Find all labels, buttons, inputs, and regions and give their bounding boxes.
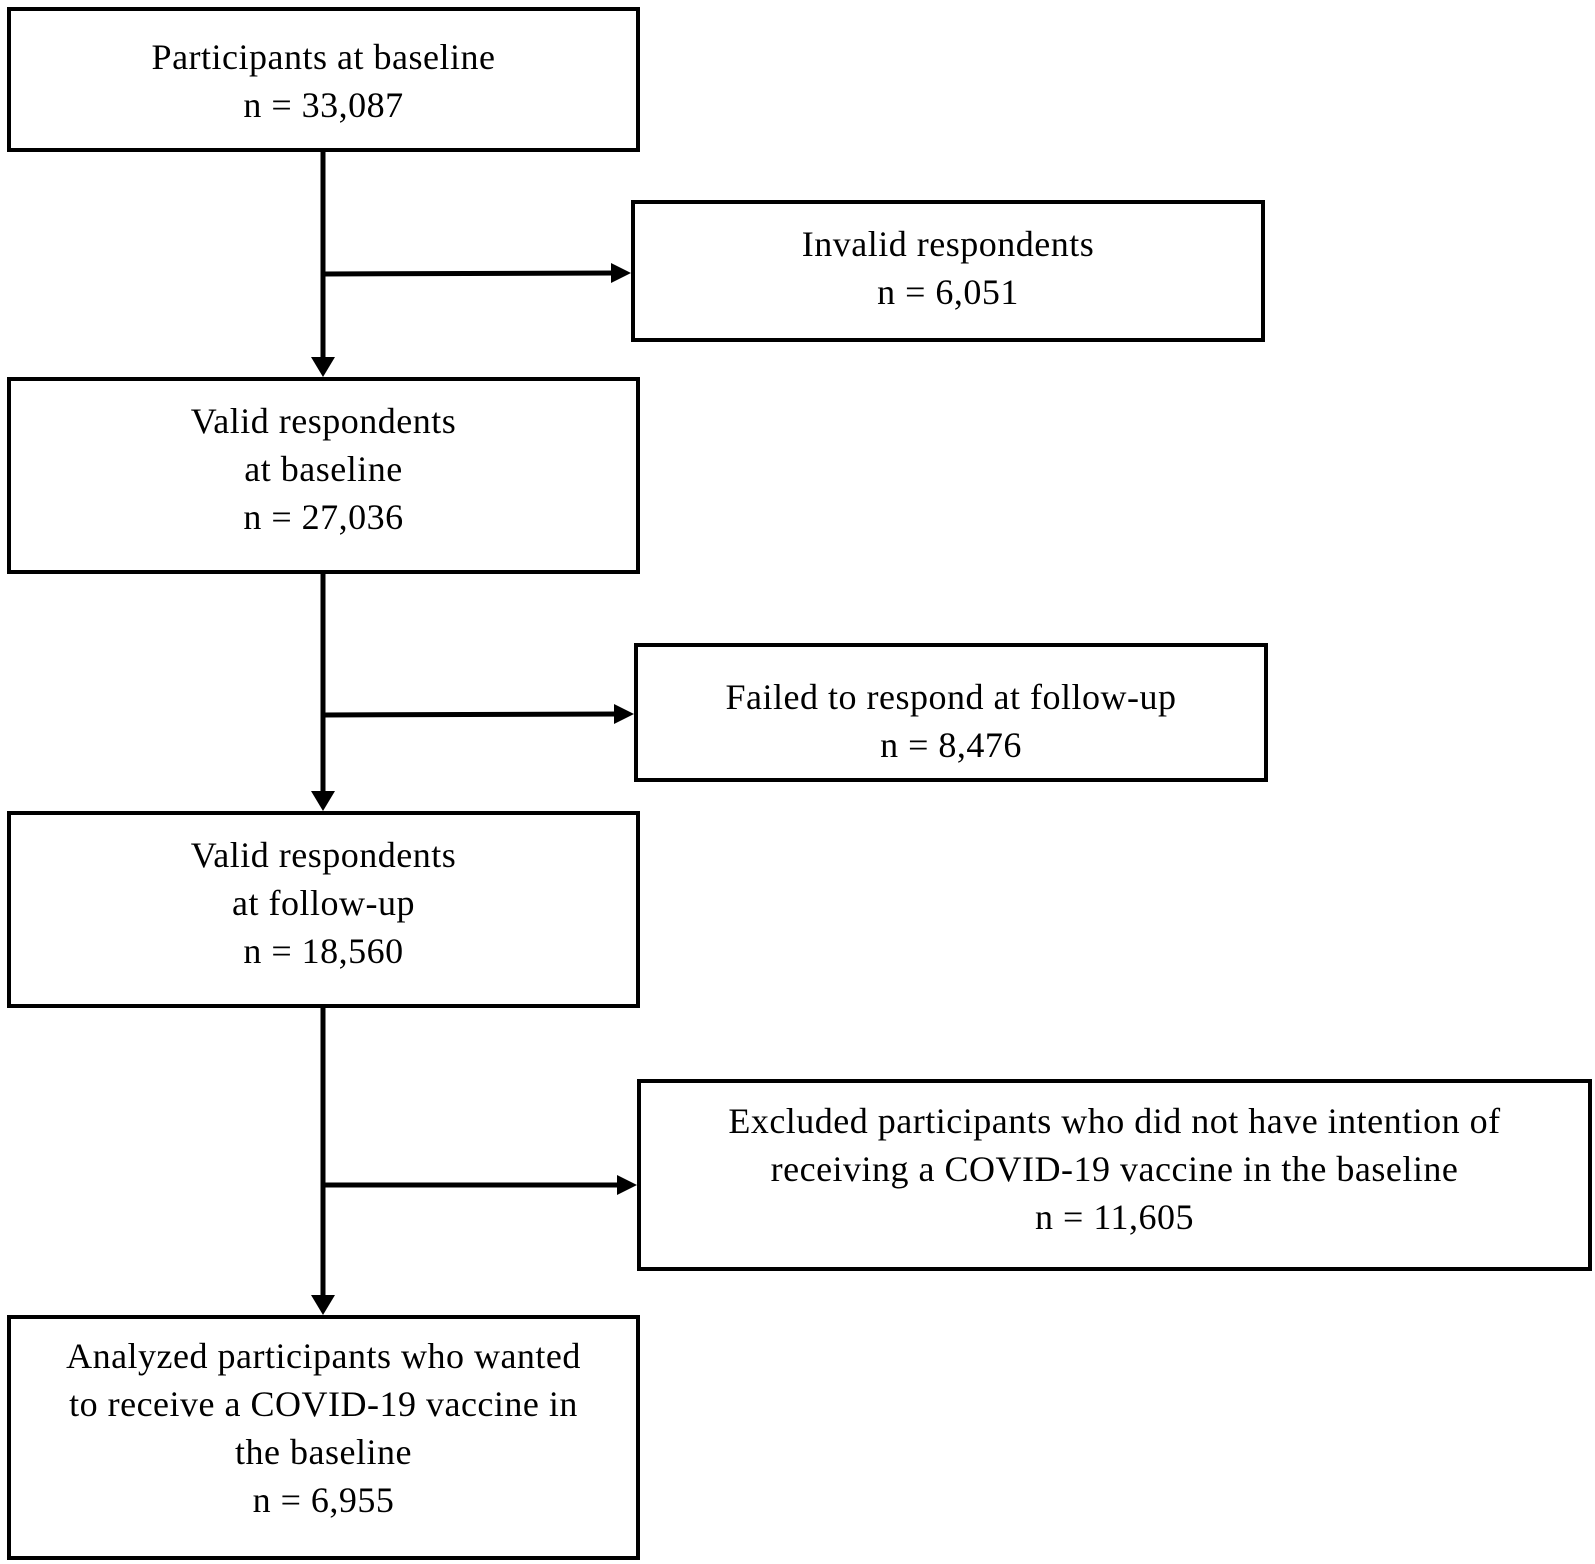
node-count: n = 11,605: [1035, 1197, 1194, 1237]
node-participants-at-baseline: Participants at baseline n = 33,087: [7, 7, 640, 152]
node-label: Failed to respond at follow-up: [725, 677, 1177, 717]
node-invalid-respondents: Invalid respondents n = 6,051: [631, 200, 1265, 342]
node-label: Valid respondents: [190, 401, 457, 441]
vertical-arrow-valid-to-followup: [311, 574, 335, 811]
branch-arrow-invalid: [322, 263, 631, 283]
node-label: at follow-up: [232, 883, 415, 923]
node-valid-respondents-followup: Valid respondents at follow-up n = 18,56…: [7, 811, 640, 1008]
node-label: Participants at baseline: [151, 37, 496, 77]
node-count: n = 6,955: [252, 1480, 395, 1520]
node-label: Analyzed participants who wanted: [66, 1336, 581, 1376]
node-count: n = 18,560: [243, 931, 404, 971]
node-count: n = 27,036: [243, 497, 404, 537]
node-valid-respondents-baseline: Valid respondents at baseline n = 27,036: [7, 377, 640, 574]
node-count: n = 8,476: [880, 725, 1022, 765]
branch-arrow-excluded: [323, 1175, 637, 1195]
branch-arrow-failed: [322, 704, 634, 724]
node-label: Invalid respondents: [801, 224, 1095, 264]
node-label: Excluded participants who did not have i…: [728, 1101, 1501, 1141]
node-count: n = 33,087: [243, 85, 404, 125]
vertical-arrow-baseline-to-valid: [311, 152, 335, 377]
node-label: receiving a COVID-19 vaccine in the base…: [770, 1149, 1459, 1189]
node-excluded-participants: Excluded participants who did not have i…: [637, 1079, 1592, 1271]
node-label: to receive a COVID-19 vaccine in: [69, 1384, 578, 1424]
node-analyzed-participants: Analyzed participants who wanted to rece…: [7, 1315, 640, 1560]
vertical-arrow-followup-to-analyzed: [311, 1008, 335, 1315]
node-count: n = 6,051: [877, 272, 1019, 312]
node-failed-followup: Failed to respond at follow-up n = 8,476: [634, 643, 1268, 782]
node-label: Valid respondents: [190, 835, 457, 875]
node-label: the baseline: [235, 1432, 412, 1472]
node-label: at baseline: [244, 449, 403, 489]
